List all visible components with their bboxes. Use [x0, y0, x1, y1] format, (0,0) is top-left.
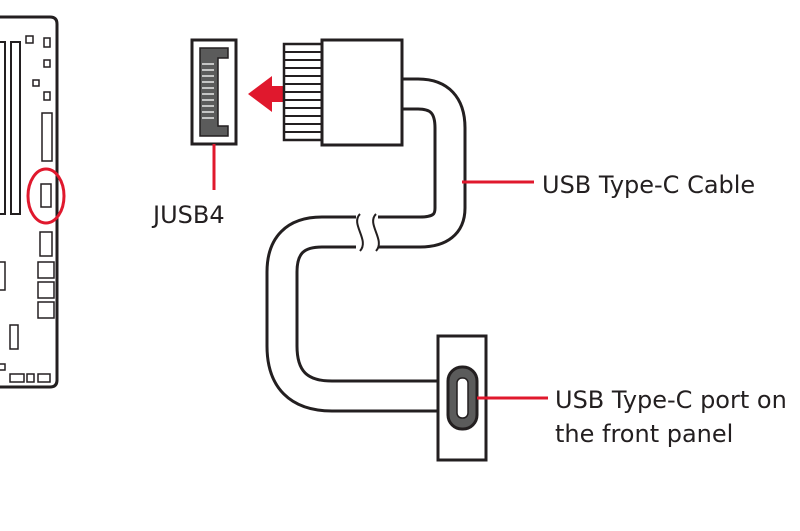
board-component: [9, 373, 25, 383]
port-label-line2: the front panel: [555, 420, 733, 448]
board-component: [39, 231, 53, 257]
jusb4-header-on-board: [40, 183, 52, 208]
front-panel-type-c-port: [436, 334, 548, 462]
cable-label: USB Type-C Cable: [542, 171, 755, 199]
cable-plug: [282, 38, 404, 147]
plug-grip-ridges: [284, 51, 322, 133]
board-component: [37, 373, 51, 383]
board-component: [37, 301, 55, 319]
insert-arrow-icon: [248, 76, 300, 112]
jusb4-highlight-circle: [26, 167, 66, 225]
board-component: [41, 112, 53, 162]
jusb4-connector: [190, 38, 238, 190]
board-component: [32, 79, 40, 87]
jusb4-label: JUSB4: [151, 201, 225, 229]
board-component: [9, 324, 19, 350]
dimm-slot-2: [10, 41, 21, 215]
motherboard: [0, 15, 66, 389]
board-component: [43, 91, 51, 101]
cable-break-mark: [356, 213, 364, 252]
dimm-slot-1: [0, 41, 6, 215]
board-component: [37, 261, 55, 279]
port-label-line1: USB Type-C port on: [555, 386, 787, 414]
board-component: [25, 35, 34, 44]
jusb4-pins: [202, 63, 214, 119]
usb-type-c-cable: [265, 77, 534, 413]
board-component: [0, 261, 6, 291]
board-component: [0, 363, 6, 371]
board-component: [43, 59, 51, 68]
board-component: [26, 373, 35, 383]
board-component: [43, 37, 51, 48]
board-component: [37, 281, 55, 299]
cable-break-mark: [372, 213, 380, 252]
